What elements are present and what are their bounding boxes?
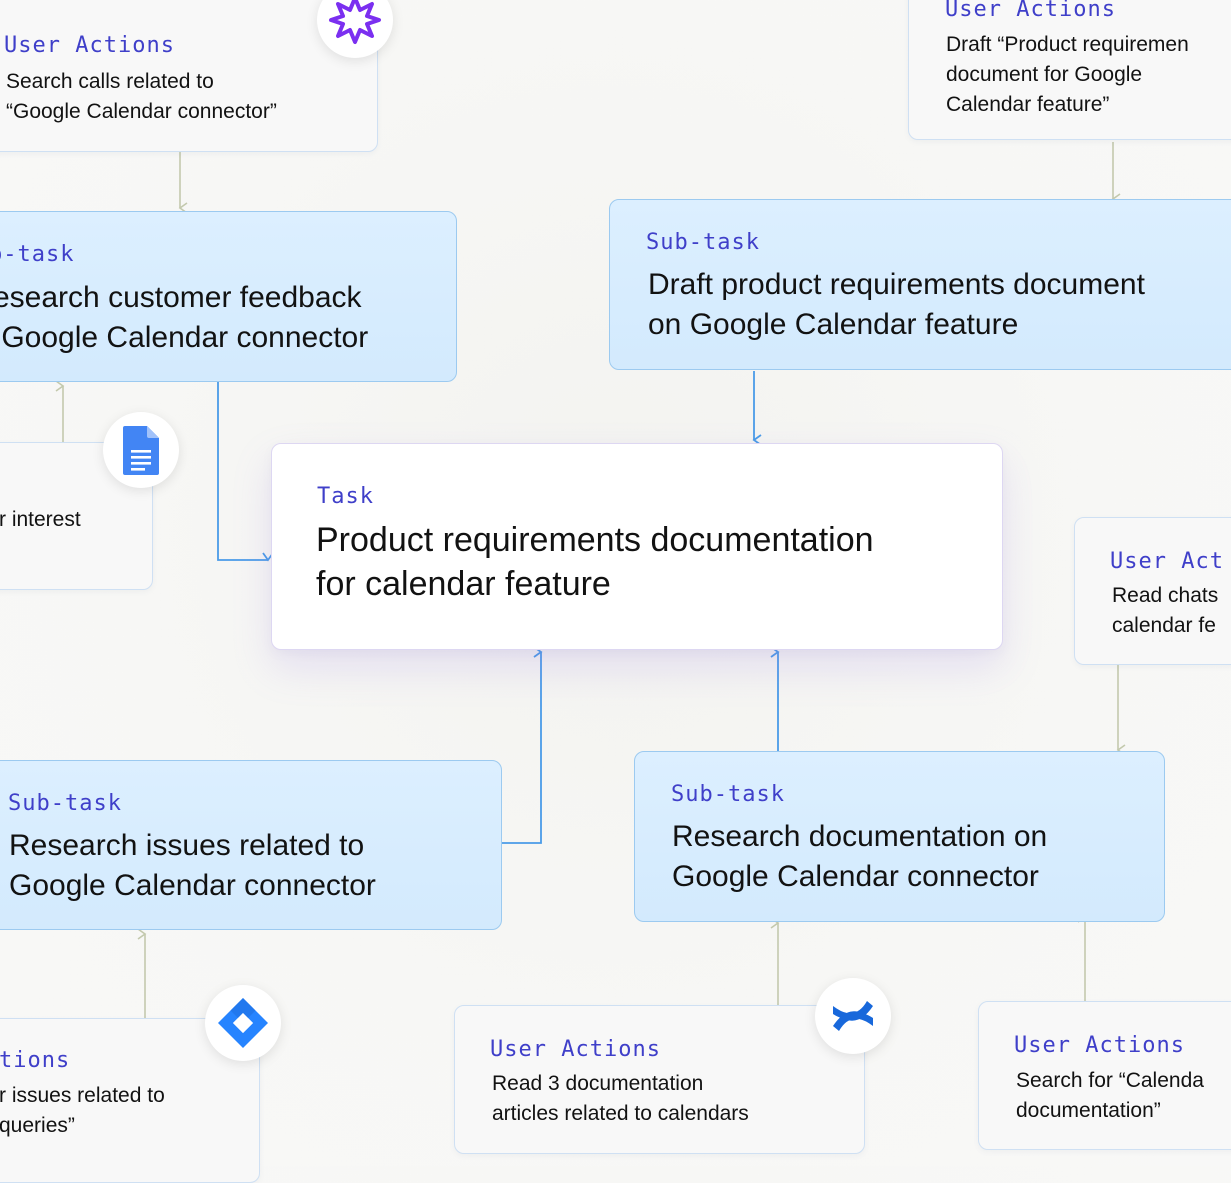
node-label: User Actions: [4, 33, 175, 58]
node-label: Sub-task: [646, 230, 760, 255]
user-actions-draft-prd: User Actions Draft “Product requiremen d…: [908, 0, 1231, 140]
node-text: Read chats calendar fe: [1112, 584, 1219, 637]
node-text: Draft product requirements document on G…: [648, 268, 1145, 341]
node-text: Read 3 documentation articles related to…: [492, 1072, 749, 1125]
sub-task-customer-feedback: b-task esearch customer feedback Google …: [0, 211, 457, 382]
user-actions-search-calls: User Actions Search calls related to “Go…: [0, 0, 378, 152]
arrow-feedback-to-task: [217, 381, 274, 562]
gong-badge: [317, 0, 393, 58]
user-actions-read-docs: User Actions Read 3 documentation articl…: [454, 1005, 865, 1154]
user-actions-search-calendar-docs: User Actions Search for “Calenda documen…: [978, 1001, 1231, 1150]
node-text: r issues related to queries”: [0, 1084, 165, 1137]
node-text: Product requirements documentation for c…: [316, 521, 874, 603]
google-docs-icon: [123, 426, 159, 475]
node-label: User Actions: [945, 0, 1116, 22]
google-docs-badge: [103, 412, 179, 488]
node-label: User Actions: [490, 1037, 661, 1062]
node-text: Research documentation on Google Calenda…: [672, 820, 1048, 893]
node-label: Sub-task: [8, 791, 122, 816]
task-main: Task Product requirements documentation …: [271, 443, 1003, 650]
node-text: Search for “Calenda documentation”: [1016, 1069, 1204, 1122]
node-text: r interest: [0, 508, 81, 531]
node-label: Sub-task: [671, 782, 785, 807]
confluence-icon: [833, 1001, 873, 1031]
node-label: Task: [317, 484, 374, 509]
node-text: esearch customer feedback Google Calenda…: [0, 281, 369, 354]
jira-icon: [218, 998, 268, 1048]
node-label: User Actions: [1014, 1033, 1185, 1058]
arrow-sub-issues-to-task: [502, 646, 543, 844]
node-text: Research issues related to Google Calend…: [9, 829, 376, 902]
user-actions-read-chats: User Act Read chats calendar fe: [1074, 517, 1231, 665]
node-label: tions: [0, 1048, 71, 1073]
sub-task-draft-prd: Sub-task Draft product requirements docu…: [609, 199, 1231, 370]
node-text: Search calls related to “Google Calendar…: [6, 70, 277, 123]
node-label: User Act: [1110, 549, 1224, 574]
node-text: Draft “Product requiremen document for G…: [946, 33, 1189, 116]
node-label: b-task: [0, 242, 75, 267]
confluence-badge: [815, 978, 891, 1054]
sub-task-research-issues: Sub-task Research issues related to Goog…: [0, 760, 502, 930]
gong-starburst-icon: [329, 0, 381, 44]
jira-badge: [205, 985, 281, 1061]
sub-task-research-docs: Sub-task Research documentation on Googl…: [634, 751, 1165, 922]
